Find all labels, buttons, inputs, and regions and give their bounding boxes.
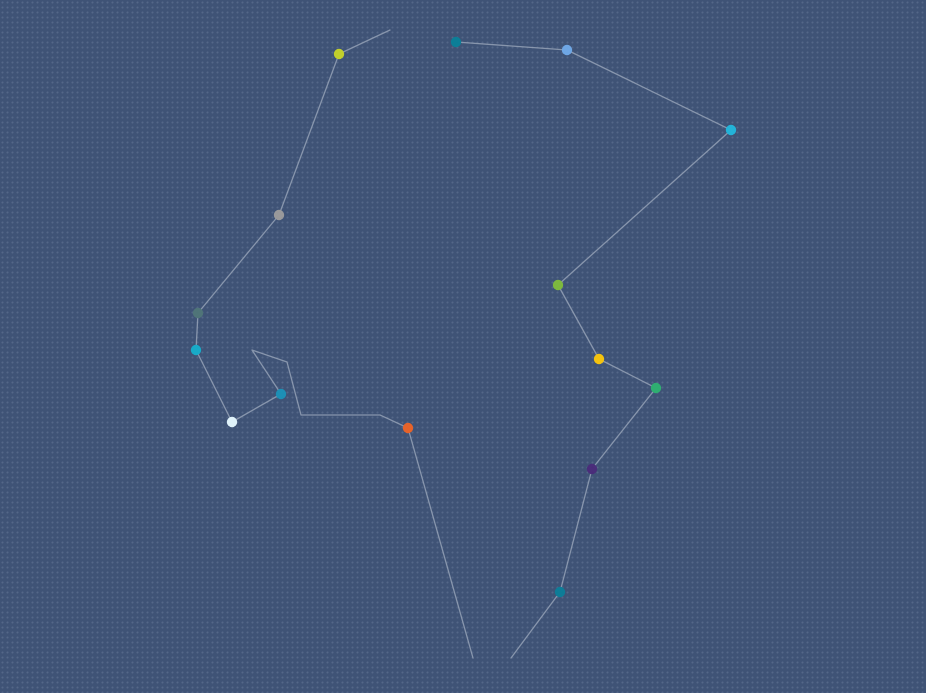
node-8-dot[interactable] [554, 586, 566, 598]
connecting-path-secondary [455, 41, 732, 659]
node-14-dot[interactable] [561, 44, 573, 56]
node-11-dot[interactable] [593, 353, 605, 365]
node-9-dot[interactable] [586, 463, 598, 475]
node-4-dot[interactable] [190, 344, 202, 356]
node-12-dot[interactable] [552, 279, 564, 291]
connecting-path [195, 29, 474, 659]
node-7-dot[interactable] [402, 422, 414, 434]
node-15-dot[interactable] [450, 36, 462, 48]
node-1-dot[interactable] [333, 48, 345, 60]
node-3-dot[interactable] [192, 307, 204, 319]
node-10-dot[interactable] [650, 382, 662, 394]
node-13-dot[interactable] [725, 124, 737, 136]
dot-nodes[interactable] [190, 36, 737, 598]
node-6-dot[interactable] [275, 388, 287, 400]
node-5-dot[interactable] [226, 416, 238, 428]
node-2-dot[interactable] [273, 209, 285, 221]
